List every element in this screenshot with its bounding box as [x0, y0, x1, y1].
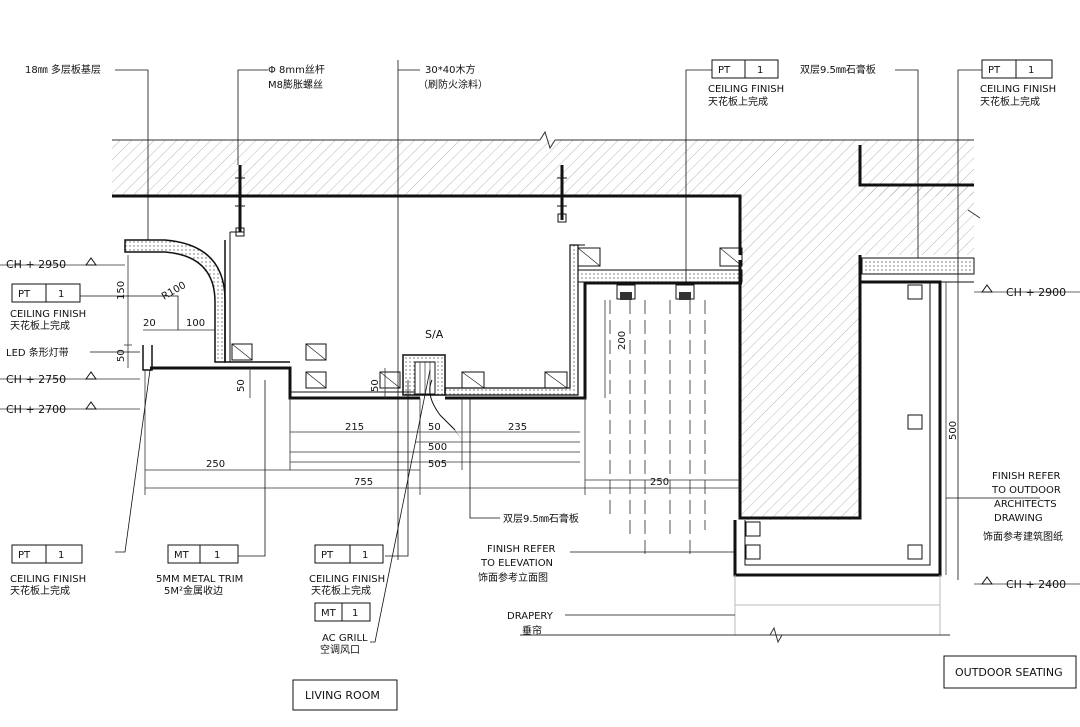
room-label-outdoor: OUTDOOR SEATING	[943, 655, 1077, 689]
plywood-note: 18㎜ 多层板基层	[25, 63, 101, 76]
finish-elevation-1: FINISH REFER	[487, 544, 556, 555]
dim-755: 755	[354, 477, 373, 488]
timber-note-2: （刷防火涂料）	[418, 78, 488, 91]
tag-code: MT	[321, 608, 337, 619]
outdoor-seating-label: OUTDOOR SEATING	[955, 666, 1063, 679]
finish-elevation-cn: 饰面参考立面图	[478, 571, 548, 584]
tag-number: 1	[757, 65, 763, 76]
dim-215: 215	[345, 422, 364, 433]
ch-marks	[0, 257, 1080, 585]
ch-2950-label: CH + 2950	[6, 258, 66, 271]
gypsum-note-mid: 双层9.5㎜石膏板	[503, 512, 579, 525]
dim-20: 20	[143, 318, 156, 329]
dim-150: 150	[116, 281, 127, 300]
tag-code: PT	[18, 289, 31, 300]
dim-500-vertical: 500	[948, 421, 959, 440]
tag-pt-top-right: PT 1 CEILING FINISH 天花板上完成	[980, 59, 1056, 108]
dim-50-step: 50	[236, 379, 247, 392]
ac-grill-en: AC GRILL	[322, 633, 368, 644]
hanger-rods	[235, 165, 567, 237]
ceiling-finish-cn: 天花板上完成	[10, 319, 70, 332]
finish-outdoor-1: FINISH REFER	[992, 471, 1061, 482]
tag-pt-bottom-mid: PT 1 CEILING FINISH 天花板上完成	[309, 544, 385, 597]
ch-2900-label: CH + 2900	[1006, 286, 1066, 299]
dim-250-right: 250	[650, 477, 669, 488]
tag-mt-ac: MT 1 AC GRILL 空调风口	[314, 602, 371, 656]
dim-200: 200	[617, 331, 628, 350]
metal-trim-cn: 5M²金属收边	[164, 584, 223, 597]
tag-number: 1	[352, 608, 358, 619]
tag-code: PT	[988, 65, 1001, 76]
rod-note-1: Φ 8mm丝杆	[268, 64, 325, 76]
sa-label: S/A	[425, 328, 444, 341]
dim-250-left: 250	[206, 459, 225, 470]
finish-elevation-2: TO ELEVATION	[480, 558, 553, 569]
finish-outdoor-2: TO OUTDOOR	[991, 485, 1061, 496]
curtain-tracks	[609, 284, 706, 560]
dimension-lines	[124, 255, 947, 575]
tag-code: MT	[174, 550, 190, 561]
led-label: LED 条形灯带	[6, 346, 69, 359]
ceiling-finish-cn: 天花板上完成	[980, 95, 1040, 108]
dim-235: 235	[508, 422, 527, 433]
finish-outdoor-cn: 饰面参考建筑图纸	[983, 530, 1063, 543]
dim-500: 500	[428, 442, 447, 453]
timber-note-1: 30*40木方	[425, 63, 475, 76]
drapery-en: DRAPERY	[507, 611, 554, 622]
ceiling-finish-en: CEILING FINISH	[309, 574, 385, 585]
ceiling-frame-left	[124, 231, 420, 400]
dim-100: 100	[186, 318, 205, 329]
leader-lines	[80, 60, 1040, 643]
ac-grill-cn: 空调风口	[320, 643, 360, 656]
tag-pt-bottom-left: PT 1 CEILING FINISH 天花板上完成	[10, 544, 86, 597]
ceiling-frame-right	[444, 244, 743, 400]
tag-pt-top-middle: PT 1 CEILING FINISH 天花板上完成	[708, 59, 784, 108]
tag-number: 1	[362, 550, 368, 561]
gypsum-note-top: 双层9.5㎜石膏板	[800, 63, 876, 76]
finish-outdoor-4: DRAWING	[994, 513, 1043, 524]
dim-50-grill: 50	[370, 379, 381, 392]
ceiling-finish-en: CEILING FINISH	[708, 84, 784, 95]
tag-number: 1	[58, 289, 64, 300]
ch-2750-label: CH + 2750	[6, 373, 66, 386]
ceiling-finish-cn: 天花板上完成	[708, 95, 768, 108]
dim-50-slot: 50	[428, 422, 441, 433]
rod-note-2: M8膨胀螺丝	[268, 78, 323, 91]
tag-number: 1	[58, 550, 64, 561]
outdoor-soffit	[520, 257, 975, 644]
dim-r100: R100	[160, 280, 188, 303]
tag-pt-left: PT 1 CEILING FINISH 天花板上完成	[10, 283, 86, 332]
ceiling-finish-en: CEILING FINISH	[980, 84, 1056, 95]
dim-50-led: 50	[116, 349, 127, 362]
ceiling-finish-en: CEILING FINISH	[10, 574, 86, 585]
concrete-slab	[112, 130, 981, 520]
drapery-cn: 垂帘	[522, 624, 542, 637]
finish-outdoor-3: ARCHITECTS	[994, 499, 1057, 510]
ceiling-finish-en: CEILING FINISH	[10, 309, 86, 320]
tag-mt-bottom: MT 1 5MM METAL TRIM 5M²金属收边	[156, 544, 243, 597]
ch-2400-label: CH + 2400	[1006, 578, 1066, 591]
metal-trim-en: 5MM METAL TRIM	[156, 574, 243, 585]
tag-number: 1	[1028, 65, 1034, 76]
tag-number: 1	[214, 550, 220, 561]
tag-code: PT	[18, 550, 31, 561]
tag-code: PT	[321, 550, 334, 561]
room-label-living: LIVING ROOM	[292, 679, 398, 711]
ceiling-finish-cn: 天花板上完成	[311, 584, 371, 597]
living-room-label: LIVING ROOM	[305, 689, 380, 702]
tag-code: PT	[718, 65, 731, 76]
dim-505: 505	[428, 459, 447, 470]
ceiling-finish-cn: 天花板上完成	[10, 584, 70, 597]
ch-2700-label: CH + 2700	[6, 403, 66, 416]
